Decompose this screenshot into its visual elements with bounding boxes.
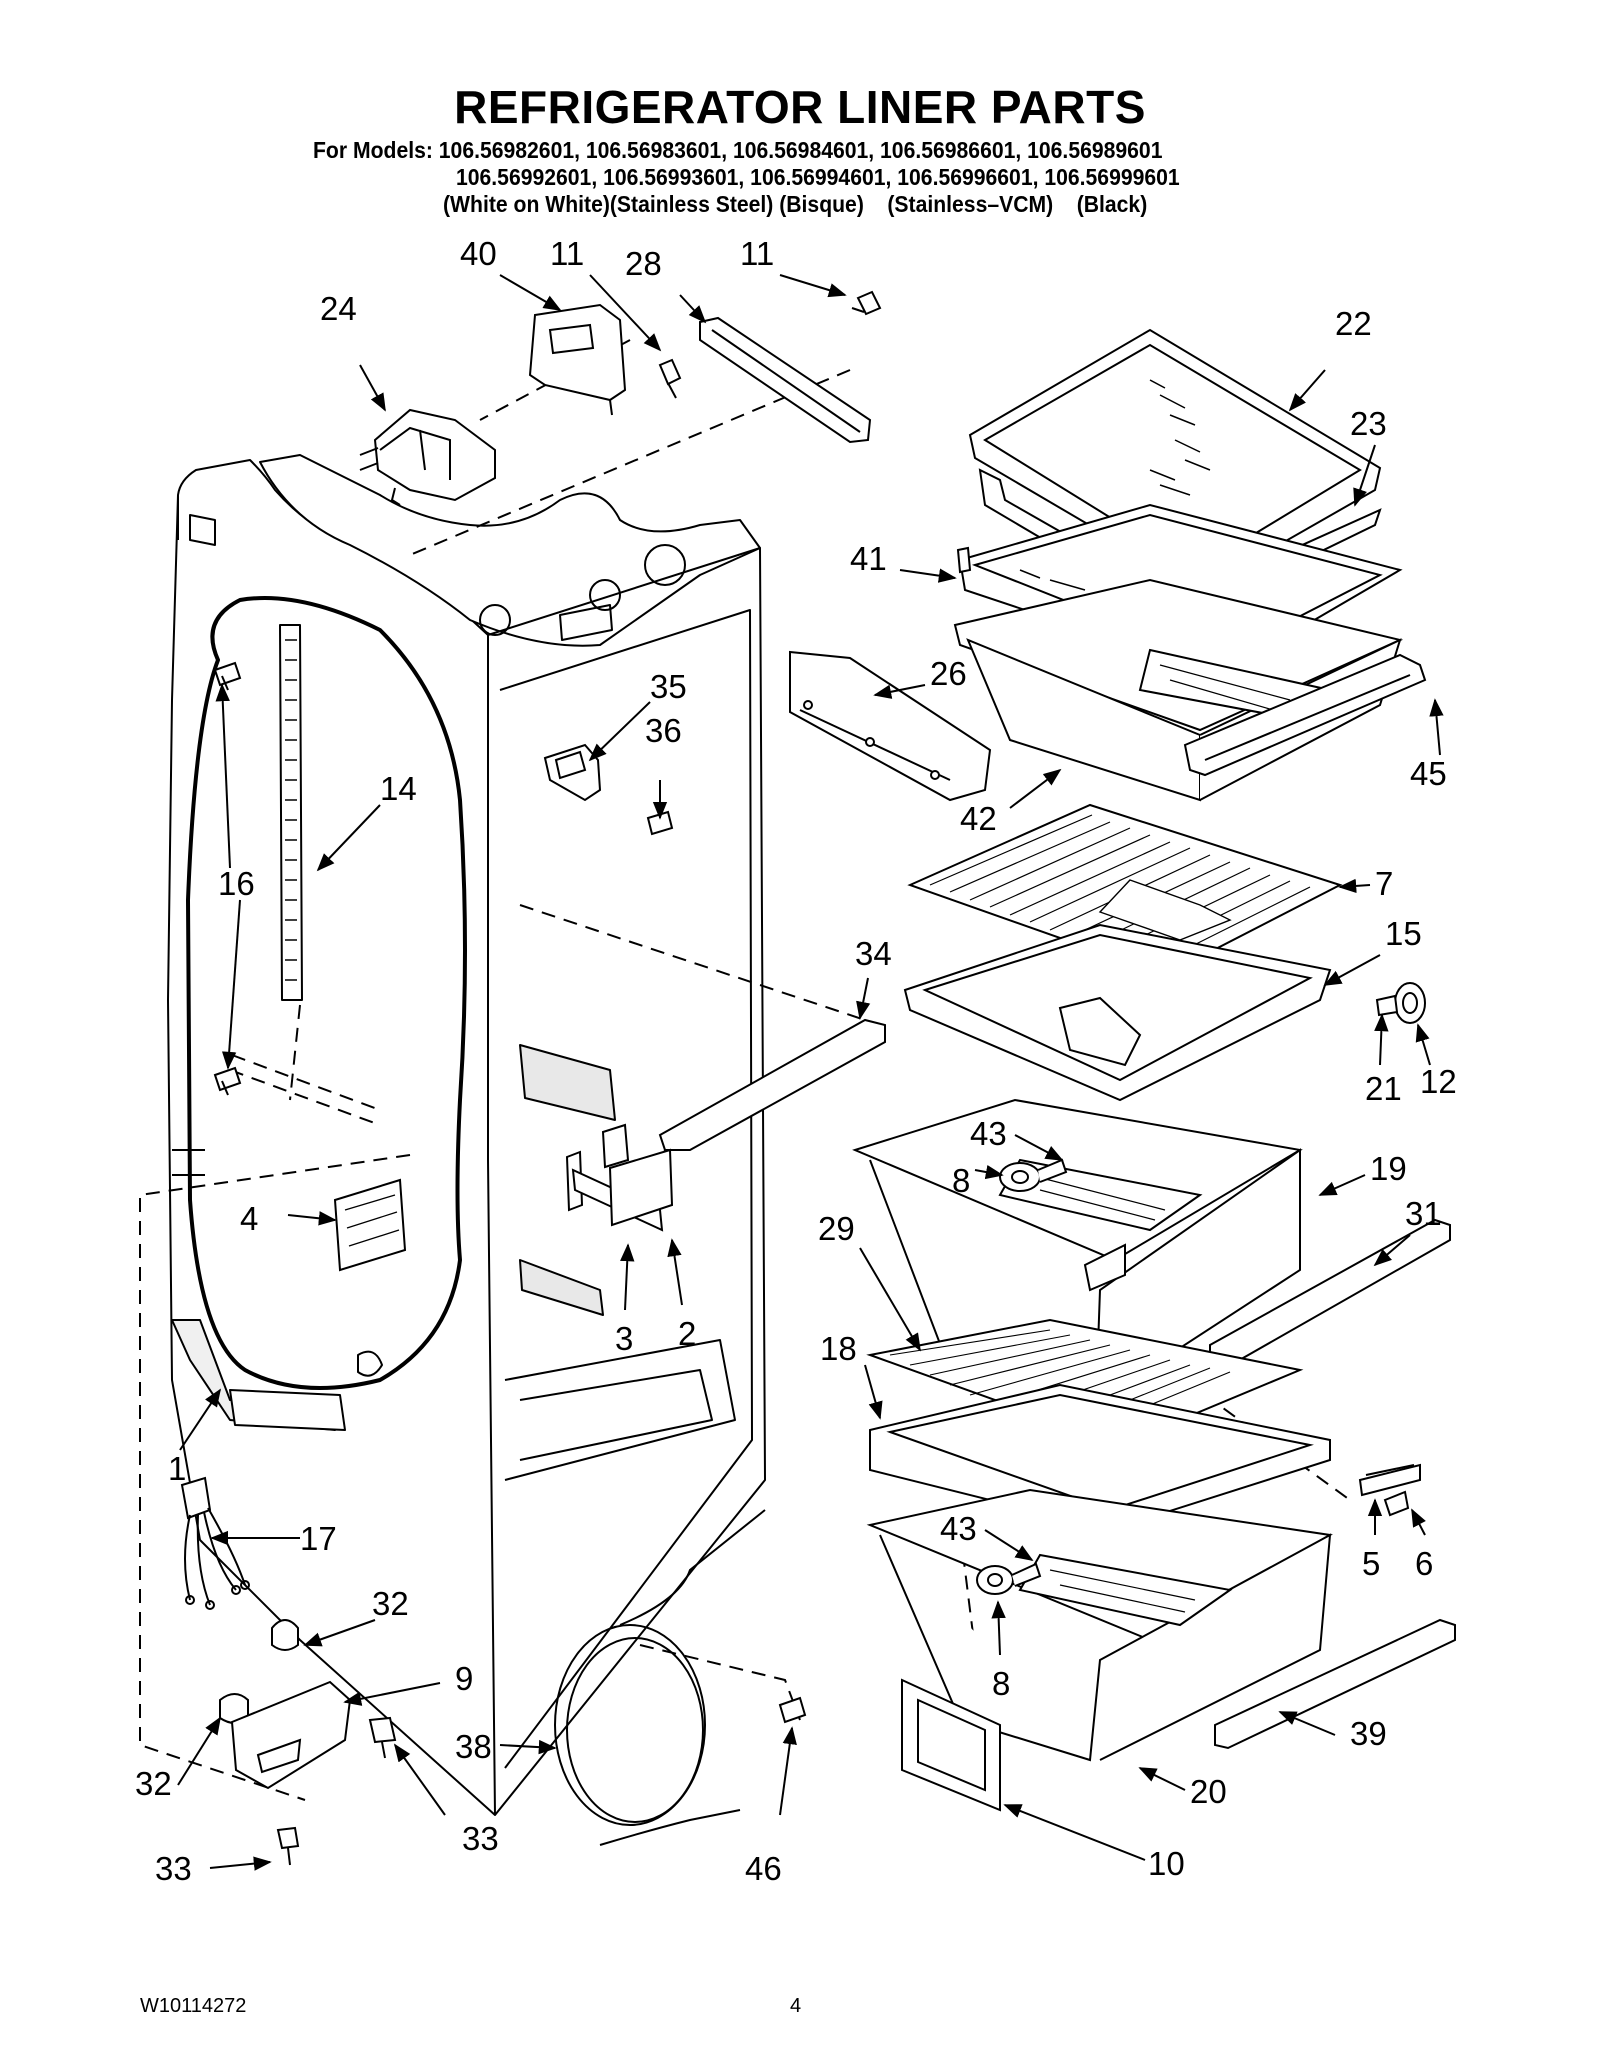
part-18-shelf-frame — [869, 1383, 1331, 1532]
callout-35: 35 — [650, 668, 687, 705]
part-46-screw — [778, 1696, 807, 1724]
part-15-shelf-frame — [903, 923, 1332, 1102]
callout-20: 20 — [1190, 1773, 1227, 1810]
part-28-trim — [699, 316, 872, 444]
callout-28: 28 — [625, 245, 662, 282]
callout-29: 29 — [818, 1210, 855, 1247]
callout-3: 3 — [615, 1320, 633, 1357]
callout-11-b: 11 — [740, 235, 774, 272]
leader-arrows — [177, 274, 1444, 1871]
callout-42: 42 — [960, 800, 997, 837]
callout-40: 40 — [460, 235, 497, 272]
part-32-knobs — [219, 1619, 299, 1724]
callout-5: 5 — [1362, 1545, 1380, 1582]
callout-17: 17 — [300, 1520, 337, 1557]
document-number: W10114272 — [140, 1995, 247, 2017]
callout-24: 24 — [320, 290, 357, 327]
callout-33-a: 33 — [462, 1820, 499, 1857]
part-24-control-housing — [359, 408, 496, 506]
callout-34: 34 — [855, 935, 892, 972]
models-line-2: 106.56992601, 106.56993601, 106.56994601… — [456, 164, 1180, 190]
callout-39: 39 — [1350, 1715, 1387, 1752]
callout-12: 12 — [1420, 1063, 1457, 1100]
part-33-fasteners — [276, 1716, 397, 1866]
callout-31: 31 — [1405, 1195, 1442, 1232]
part-9-control-box — [230, 1680, 352, 1790]
callout-41: 41 — [850, 540, 887, 577]
page-number: 4 — [790, 1995, 802, 2017]
finishes-line: (White on White)(Stainless Steel) (Bisqu… — [443, 191, 1148, 217]
screw-11-a — [658, 358, 682, 399]
part-40-bracket — [528, 303, 627, 416]
liner-cabinet — [167, 454, 766, 1816]
part-12-roller — [1375, 982, 1426, 1024]
callout-16: 16 — [218, 865, 255, 902]
part-10-bracket — [901, 1678, 1001, 1812]
part-3-2-brackets — [565, 1123, 674, 1232]
screw-11-b — [851, 290, 882, 316]
part-35-bracket — [543, 743, 602, 802]
callout-1: 1 — [168, 1450, 186, 1487]
callout-33-b: 33 — [155, 1850, 192, 1887]
part-8-roller-b — [976, 1562, 1042, 1595]
callout-21: 21 — [1365, 1070, 1402, 1107]
callout-11-a: 11 — [550, 235, 584, 272]
callout-22: 22 — [1335, 305, 1372, 342]
callout-10: 10 — [1148, 1845, 1185, 1882]
callout-18: 18 — [820, 1330, 857, 1367]
callout-15: 15 — [1385, 915, 1422, 952]
part-5-bracket — [1358, 1463, 1421, 1497]
callout-4: 4 — [240, 1200, 258, 1237]
callout-36: 36 — [645, 712, 682, 749]
callout-labels: 40 11 28 11 24 22 23 41 26 45 42 35 36 1… — [135, 235, 1457, 1887]
callout-43-a: 43 — [970, 1115, 1007, 1152]
callout-38: 38 — [455, 1728, 492, 1765]
part-6-clip — [1383, 1490, 1410, 1517]
page-title: REFRIGERATOR LINER PARTS — [454, 81, 1146, 133]
callout-9: 9 — [455, 1660, 473, 1697]
part-16-screws — [213, 661, 242, 1096]
part-39-trim — [1214, 1618, 1456, 1750]
callout-23: 23 — [1350, 405, 1387, 442]
part-34-cover — [658, 1018, 886, 1171]
part-4-damper — [333, 1178, 407, 1272]
part-45-trim — [1183, 653, 1427, 777]
callout-14: 14 — [380, 770, 417, 807]
callout-32-a: 32 — [372, 1585, 409, 1622]
part-8-roller-a — [999, 1158, 1068, 1192]
callout-8-a: 8 — [952, 1162, 970, 1199]
models-line-1: For Models: 106.56982601, 106.56983601, … — [313, 137, 1163, 163]
callout-26: 26 — [930, 655, 967, 692]
callout-2: 2 — [678, 1315, 696, 1352]
callout-7: 7 — [1375, 865, 1393, 902]
callout-45: 45 — [1410, 755, 1447, 792]
part-17-wire-harness — [180, 1476, 250, 1610]
callout-46: 46 — [745, 1850, 782, 1887]
part-26-cover — [789, 650, 992, 802]
part-38-water-tubing — [554, 1509, 766, 1846]
callout-8-b: 8 — [992, 1665, 1010, 1702]
callout-6: 6 — [1415, 1545, 1433, 1582]
callout-43-b: 43 — [940, 1510, 977, 1547]
callout-32-b: 32 — [135, 1765, 172, 1802]
callout-19: 19 — [1370, 1150, 1407, 1187]
part-20-crisper — [866, 1488, 1333, 1762]
